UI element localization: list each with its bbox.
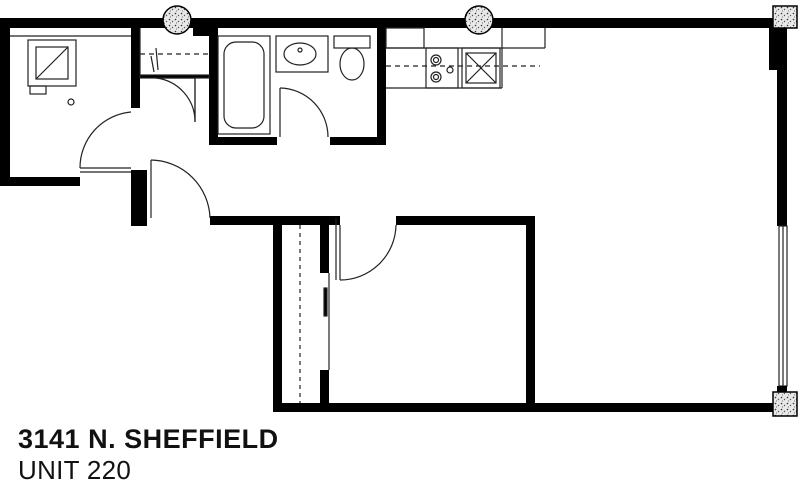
unit-label: UNIT 220 xyxy=(18,455,132,485)
kitchen-sink xyxy=(461,47,501,89)
bath-wall-bottom-left xyxy=(209,137,277,145)
walls xyxy=(0,18,787,412)
exterior-wall-top xyxy=(0,18,785,28)
vanity xyxy=(275,35,329,73)
entry-door-swing xyxy=(150,159,211,219)
bedroom-wall-right xyxy=(526,216,535,412)
column-4 xyxy=(772,391,798,417)
burner-3 xyxy=(446,66,454,74)
column-1 xyxy=(162,5,192,35)
bedroom-wall-left xyxy=(273,216,282,412)
bath-door-swing xyxy=(279,87,329,138)
floor-drain xyxy=(67,98,75,106)
sink-drain xyxy=(297,47,303,53)
fixture-lines xyxy=(10,27,546,403)
hall-wall-left-stub xyxy=(193,28,209,36)
laundry-wall-right xyxy=(131,28,140,108)
closet-door-swing xyxy=(155,77,196,123)
toilet-tank xyxy=(333,35,371,49)
laundry-door-swing xyxy=(79,111,132,169)
window-right xyxy=(777,225,788,403)
burner-1 xyxy=(430,54,442,66)
laundry-wall-bottom xyxy=(0,177,80,186)
columns xyxy=(162,5,798,417)
sink-basin xyxy=(283,42,317,66)
washer-diagonal xyxy=(35,46,69,80)
kitchen-sink-diag-2 xyxy=(465,52,497,84)
closet-door-jamb xyxy=(139,74,210,79)
fridge-outline xyxy=(385,27,425,49)
bathtub xyxy=(217,35,271,135)
washer-dryer xyxy=(27,39,77,87)
closet-wall-upper xyxy=(320,225,329,273)
bath-wall-right xyxy=(377,28,386,145)
bedroom-door-swing xyxy=(339,224,397,281)
washer-base xyxy=(29,85,47,95)
stove xyxy=(425,47,459,89)
bath-wall-bottom-right xyxy=(330,137,386,145)
column-3 xyxy=(772,5,798,29)
burner-2 xyxy=(430,71,442,83)
washer-dryer-inner xyxy=(35,46,69,80)
hall-wall-stub xyxy=(131,170,147,226)
closet-door-b xyxy=(150,55,155,73)
closet-wall-lower xyxy=(320,370,329,412)
exterior-wall-left xyxy=(0,18,10,186)
bedroom-wall-top xyxy=(396,216,534,225)
address-title: 3141 N. SHEFFIELD xyxy=(18,424,279,454)
column-2 xyxy=(464,5,494,35)
exterior-wall-right-upper xyxy=(777,18,787,226)
burner-2-inner xyxy=(432,73,440,81)
floor-plan xyxy=(0,5,798,417)
toilet-bowl xyxy=(339,47,365,81)
burner-1-inner xyxy=(432,56,440,64)
bath-wall-left xyxy=(209,28,218,145)
closet-door-panel xyxy=(323,287,328,317)
kitchen-sink-basin xyxy=(465,52,497,84)
bathtub-basin xyxy=(223,41,265,129)
closet-door-a xyxy=(155,47,159,71)
exterior-wall-right-top-jog xyxy=(769,28,787,70)
